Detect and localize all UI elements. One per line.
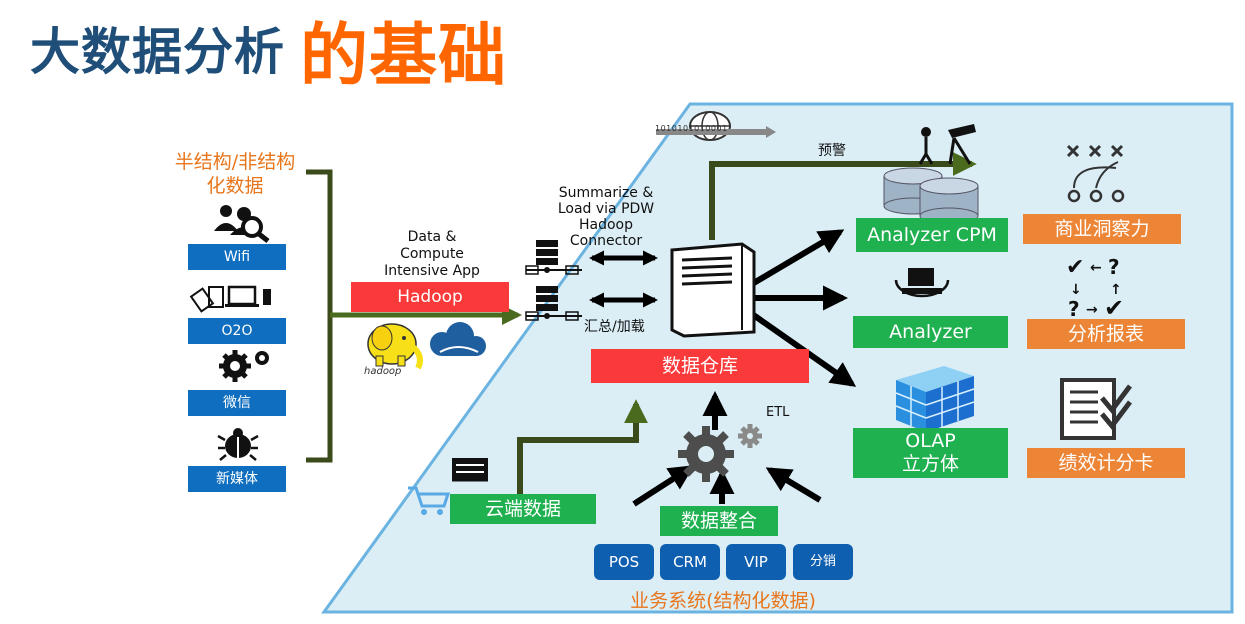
strategy-icon [1066, 144, 1125, 203]
arrow-to-cpm [750, 229, 845, 287]
svg-text:↑: ↑ [1110, 282, 1122, 298]
pdw-line4: Connector [569, 233, 643, 249]
unstructured-heading: 半结构/非结构 化数据 [160, 150, 310, 198]
page-title-part1: 大数据分析 [30, 23, 285, 81]
pdw-line3: Hadoop [578, 217, 633, 233]
svg-text:?: ? [1108, 255, 1120, 279]
server-tower-icon [670, 242, 756, 338]
svg-text:←: ← [1090, 260, 1102, 276]
business-insight-box: 商业洞察力 [1023, 214, 1181, 244]
network-icon-top [525, 240, 582, 275]
etl-gears-icon [678, 424, 762, 482]
db-crm: CRM [660, 544, 720, 580]
svg-text:✔: ✔ [1104, 294, 1124, 322]
svg-text:↓: ↓ [1070, 282, 1082, 298]
bug-icon [217, 428, 259, 461]
source-wifi: Wifi [188, 244, 286, 270]
pdw-line1: Summarize & [558, 185, 654, 201]
svg-text:→: → [1086, 302, 1098, 318]
analyzer-box: Analyzer [853, 316, 1008, 348]
hadoop-description: Data & Compute Intensive App [372, 229, 492, 280]
hadoop-logo-text: hadoop [364, 366, 402, 377]
unstructured-heading-line1: 半结构/非结构 [174, 151, 296, 173]
check-question-icon: ✔ ← ? ↓ ↑ ? → ✔ [1066, 255, 1124, 322]
arrow-right-src [765, 467, 822, 503]
source-new-media: 新媒体 [188, 466, 286, 492]
globe-icon [656, 111, 776, 141]
source-o2o: O2O [188, 318, 286, 344]
cart-outline-icon [408, 486, 451, 515]
pdw-connector-text: Summarize & Load via PDW Hadoop Connecto… [548, 185, 664, 249]
db-vip: VIP [726, 544, 786, 580]
unstructured-heading-line2: 化数据 [206, 175, 264, 197]
binoculars-person-icon [918, 124, 976, 165]
arrow-left-src [632, 465, 695, 507]
hadoop-box: Hadoop [351, 282, 509, 312]
svg-text:?: ? [1068, 297, 1080, 321]
hadoop-desc-line3: Intensive App [384, 263, 480, 279]
network-icon-bottom [525, 286, 582, 321]
analyzer-cpm-box: Analyzer CPM [856, 218, 1008, 252]
business-systems-caption: 业务系统(结构化数据) [630, 590, 816, 612]
etl-label: ETL [766, 405, 790, 420]
olap-line2: 立方体 [901, 453, 959, 475]
computer-cycle-icon [894, 268, 950, 298]
db-distribution: 分销 [793, 544, 853, 580]
gear-icon [219, 350, 269, 382]
analysis-report-box: 分析报表 [1027, 319, 1185, 349]
checklist-icon [1060, 378, 1132, 440]
warning-arrow [709, 152, 977, 240]
olap-cube-box: OLAP 立方体 [853, 428, 1008, 478]
data-warehouse-box: 数据仓库 [591, 349, 809, 383]
cloud-arrow [517, 399, 648, 495]
hadoop-desc-line1: Data & [407, 229, 457, 245]
hadoop-elephant-icon [367, 323, 423, 370]
binary-label: 1010101010001 [655, 124, 728, 133]
people-icon [214, 205, 270, 243]
page-title-part2: 的基础 [300, 17, 508, 96]
left-bracket [306, 169, 333, 463]
pdw-line2: Load via PDW [557, 201, 655, 217]
db-pos: POS [594, 544, 654, 580]
olap-cube-icon [895, 366, 975, 432]
data-integration-box: 数据整合 [660, 506, 778, 536]
olap-line1: OLAP [905, 430, 956, 452]
warning-label: 预警 [818, 143, 846, 159]
cloud-data-box: 云端数据 [450, 494, 596, 524]
summarize-load-label: 汇总/加载 [584, 319, 645, 335]
svg-text:✔: ✔ [1066, 255, 1084, 280]
devices-icon [189, 285, 271, 313]
hadoop-desc-line2: Compute [400, 246, 464, 262]
source-wechat: 微信 [188, 390, 286, 416]
cloud-icon [430, 322, 486, 356]
scorecard-box: 绩效计分卡 [1027, 448, 1185, 478]
shopping-cart-icon [452, 458, 488, 482]
